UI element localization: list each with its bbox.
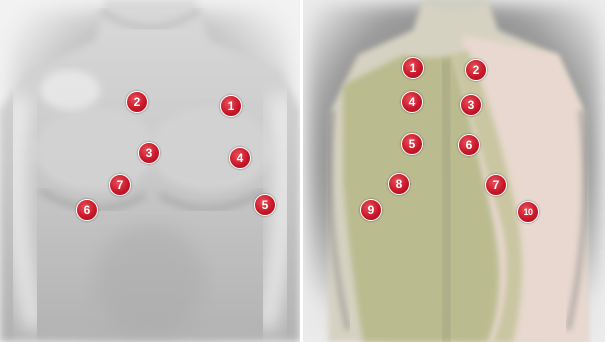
back-marker-1: 1 (402, 57, 424, 79)
front-marker-6: 6 (76, 199, 98, 221)
front-marker-2: 2 (126, 91, 148, 113)
posterior-chest-figure: 1 2 3 4 5 6 7 8 9 10 (303, 0, 605, 342)
anterior-chest-figure: 1 2 3 4 5 6 7 (0, 0, 300, 342)
posterior-torso-illustration (303, 0, 605, 342)
back-marker-8: 8 (388, 173, 410, 195)
front-marker-7: 7 (109, 174, 131, 196)
back-marker-6: 6 (458, 134, 480, 156)
back-marker-4: 4 (401, 91, 423, 113)
back-marker-3: 3 (460, 94, 482, 116)
back-marker-10: 10 (517, 201, 539, 223)
anterior-torso-illustration (0, 0, 300, 342)
front-marker-3: 3 (138, 142, 160, 164)
back-marker-9: 9 (360, 199, 382, 221)
back-marker-5: 5 (401, 133, 423, 155)
back-marker-2: 2 (465, 59, 487, 81)
front-marker-4: 4 (229, 147, 251, 169)
back-marker-7: 7 (485, 174, 507, 196)
front-marker-1: 1 (220, 95, 242, 117)
front-marker-5: 5 (254, 194, 276, 216)
